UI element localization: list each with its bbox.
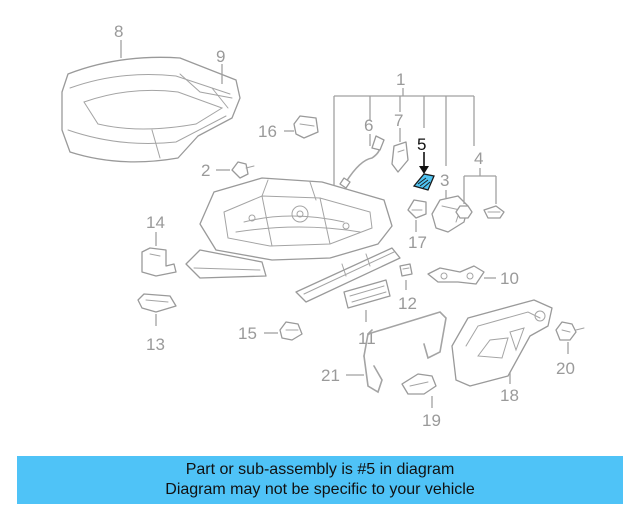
label-18: 18 xyxy=(500,386,519,405)
bracket-17-part xyxy=(407,199,427,219)
banner-line-1: Part or sub-assembly is #5 in diagram xyxy=(185,461,455,478)
bolt-4-part xyxy=(455,205,505,219)
label-8: 8 xyxy=(114,22,123,41)
label-12: 12 xyxy=(398,294,417,313)
hinge-14-part xyxy=(141,247,177,277)
label-5: 5 xyxy=(417,135,426,154)
label-9: 9 xyxy=(216,47,225,66)
info-banner: Part or sub-assembly is #5 in diagram Di… xyxy=(17,456,623,504)
label-14: 14 xyxy=(146,213,165,232)
seat-frame-part xyxy=(185,177,401,303)
bolt-2-part xyxy=(231,161,255,179)
parts-diagram: 8 9 16 2 1 xyxy=(61,22,585,430)
cable-6-part xyxy=(339,135,385,189)
trim-11-part xyxy=(343,279,391,309)
label-7: 7 xyxy=(394,111,403,130)
label-4: 4 xyxy=(474,149,483,168)
knob-20-part xyxy=(555,321,585,341)
clip-12-part xyxy=(399,263,413,277)
banner-line-2: Diagram may not be specific to your vehi… xyxy=(165,481,475,498)
label-20: 20 xyxy=(556,359,575,378)
bracket-7-part xyxy=(391,141,409,173)
link-10-part xyxy=(427,265,485,285)
clip-16-part xyxy=(293,115,319,139)
label-15: 15 xyxy=(238,324,257,343)
wire-21-part xyxy=(363,311,447,394)
label-19: 19 xyxy=(422,411,441,430)
clip-15-part xyxy=(279,321,303,341)
label-1: 1 xyxy=(396,70,405,89)
label-16: 16 xyxy=(258,122,277,141)
highlighted-part-5 xyxy=(412,173,435,191)
label-13: 13 xyxy=(146,335,165,354)
label-17: 17 xyxy=(408,233,427,252)
label-10: 10 xyxy=(500,269,519,288)
label-3: 3 xyxy=(440,171,449,190)
side-shield-18-part xyxy=(451,299,553,387)
label-21: 21 xyxy=(321,366,340,385)
cover-13-part xyxy=(137,293,177,313)
seat-cushion-part xyxy=(61,56,241,163)
label-2: 2 xyxy=(201,161,210,180)
label-6: 6 xyxy=(364,116,373,135)
lever-19-part xyxy=(401,373,437,395)
arrow-5 xyxy=(419,166,429,174)
